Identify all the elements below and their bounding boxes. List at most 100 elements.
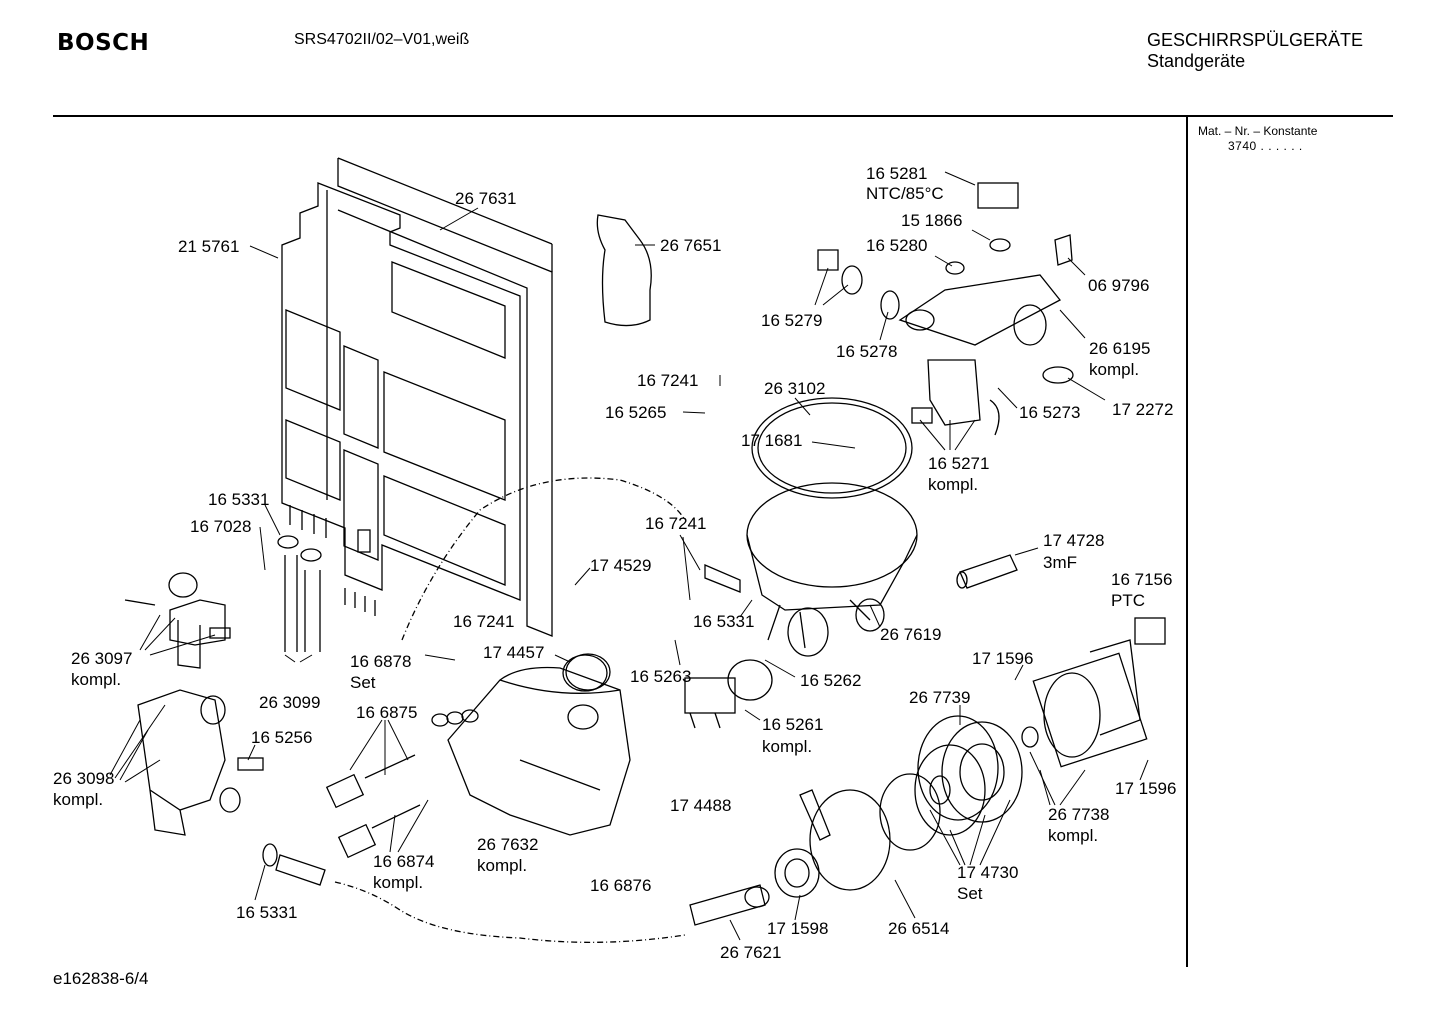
part-label: 26 7621: [720, 943, 781, 962]
part-label: 16 7241: [637, 371, 698, 390]
part-label: kompl.: [477, 856, 527, 875]
part-label: 17 4728: [1043, 531, 1104, 550]
material-constant-value: 3740 . . . . . .: [1228, 139, 1303, 153]
part-label: 26 7619: [880, 625, 941, 644]
seal-o-ring-4: [727, 659, 773, 701]
seal-o-ring-1: [277, 535, 299, 549]
part-label: kompl.: [1048, 826, 1098, 845]
part-label: 3mF: [1043, 553, 1077, 572]
aquastop-valve: [124, 572, 231, 669]
part-label: 26 7632: [477, 835, 538, 854]
part-label: 16 5281: [866, 164, 927, 183]
part-label: 17 4529: [590, 556, 651, 575]
part-label: 16 5262: [800, 671, 861, 690]
part-label: 16 7028: [190, 517, 251, 536]
upper-right-components: [817, 182, 1074, 436]
ptc-sensor: [1134, 617, 1166, 645]
part-label: 16 5263: [630, 667, 691, 686]
seal-ring-inner: [784, 858, 810, 888]
part-label: 17 2272: [1112, 400, 1173, 419]
sump-holder-frame: [281, 182, 521, 601]
seal-o-ring-2: [300, 548, 322, 562]
part-label: 16 5271: [928, 454, 989, 473]
part-label: 16 5278: [836, 342, 897, 361]
part-label: 17 1681: [741, 431, 802, 450]
part-label: 16 6875: [356, 703, 417, 722]
water-softener: [431, 653, 631, 836]
part-label: 16 6876: [590, 876, 651, 895]
part-label: 16 6874: [373, 852, 434, 871]
part-label: Set: [957, 884, 983, 903]
seal-ring: [774, 848, 820, 898]
part-label: 06 9796: [1088, 276, 1149, 295]
category-line-1: GESCHIRRSPÜLGERÄTE: [1147, 30, 1364, 50]
part-label: NTC/85°C: [866, 184, 944, 203]
model-number: SRS4702II/02–V01,weiß: [294, 31, 470, 48]
part-label: 16 7241: [453, 612, 514, 631]
part-label: 16 5256: [251, 728, 312, 747]
seal-o-ring-5: [914, 744, 986, 836]
part-label: 26 6514: [888, 919, 949, 938]
category-line-2: Standgeräte: [1147, 51, 1246, 71]
part-label: 16 5331: [236, 903, 297, 922]
part-label: 26 7738: [1048, 805, 1109, 824]
part-label: 26 3099: [259, 693, 320, 712]
hose-routing-line-2: [401, 477, 686, 641]
part-label: kompl.: [373, 873, 423, 892]
part-label: kompl.: [928, 475, 978, 494]
part-label: 16 5280: [866, 236, 927, 255]
rinse-aid-cap: [596, 214, 652, 327]
material-constant-label: Mat. – Nr. – Konstante: [1198, 124, 1318, 138]
part-label: Set: [350, 673, 376, 692]
part-label: kompl.: [71, 670, 121, 689]
part-label: 15 1866: [901, 211, 962, 230]
category-title: GESCHIRRSPÜLGERÄTE Standgeräte: [1147, 30, 1363, 72]
capacitor: [956, 554, 1018, 589]
part-label: 16 5265: [605, 403, 666, 422]
level-sensor: [684, 677, 736, 729]
part-label: 26 3098: [53, 769, 114, 788]
part-label: PTC: [1111, 591, 1145, 610]
part-label: 17 1598: [767, 919, 828, 938]
dosing-valve: [137, 689, 264, 836]
seal-o-ring-3: [562, 654, 608, 692]
part-label: 26 7631: [455, 189, 516, 208]
panel-sheet: [337, 157, 553, 637]
side-panel-divider: [1186, 117, 1188, 967]
part-label: 17 4488: [670, 796, 731, 815]
part-label: 16 5261: [762, 715, 823, 734]
part-label: 26 6195: [1089, 339, 1150, 358]
part-label: 16 7241: [645, 514, 706, 533]
part-label: 26 3097: [71, 649, 132, 668]
part-labels: 26 7631 21 5761 26 7651 16 5281 NTC/85°C…: [53, 164, 1176, 962]
part-label: 17 1596: [972, 649, 1033, 668]
seal-o-ring-7: [262, 843, 278, 867]
sump-pot: [746, 397, 918, 657]
drawing-code: e162838-6/4: [53, 969, 149, 988]
part-label: 16 6878: [350, 652, 411, 671]
part-label: 26 7651: [660, 236, 721, 255]
corrugated-hoses: [275, 555, 766, 926]
part-label: 16 5273: [1019, 403, 1080, 422]
part-label: 16 7156: [1111, 570, 1172, 589]
part-label: 16 5279: [761, 311, 822, 330]
material-constant-panel: Mat. – Nr. – Konstante 3740 . . . . . .: [1198, 124, 1317, 154]
part-label: kompl.: [762, 737, 812, 756]
part-label: kompl.: [53, 790, 103, 809]
seal-o-ring-6: [744, 886, 770, 908]
part-label: 17 1596: [1115, 779, 1176, 798]
part-label: kompl.: [1089, 360, 1139, 379]
part-label: 26 7739: [909, 688, 970, 707]
heater-pump: [1032, 639, 1148, 768]
leader-lines: [109, 171, 1149, 941]
part-label: 26 3102: [764, 379, 825, 398]
drain-pipes: [289, 505, 376, 616]
hose-routing-line: [334, 881, 686, 943]
part-label: 16 5331: [208, 490, 269, 509]
part-label: 17 4730: [957, 863, 1018, 882]
pump-housing: [799, 715, 1039, 891]
regeneration-valves: [325, 754, 421, 859]
part-label: 21 5761: [178, 237, 239, 256]
part-label: 16 5331: [693, 612, 754, 631]
